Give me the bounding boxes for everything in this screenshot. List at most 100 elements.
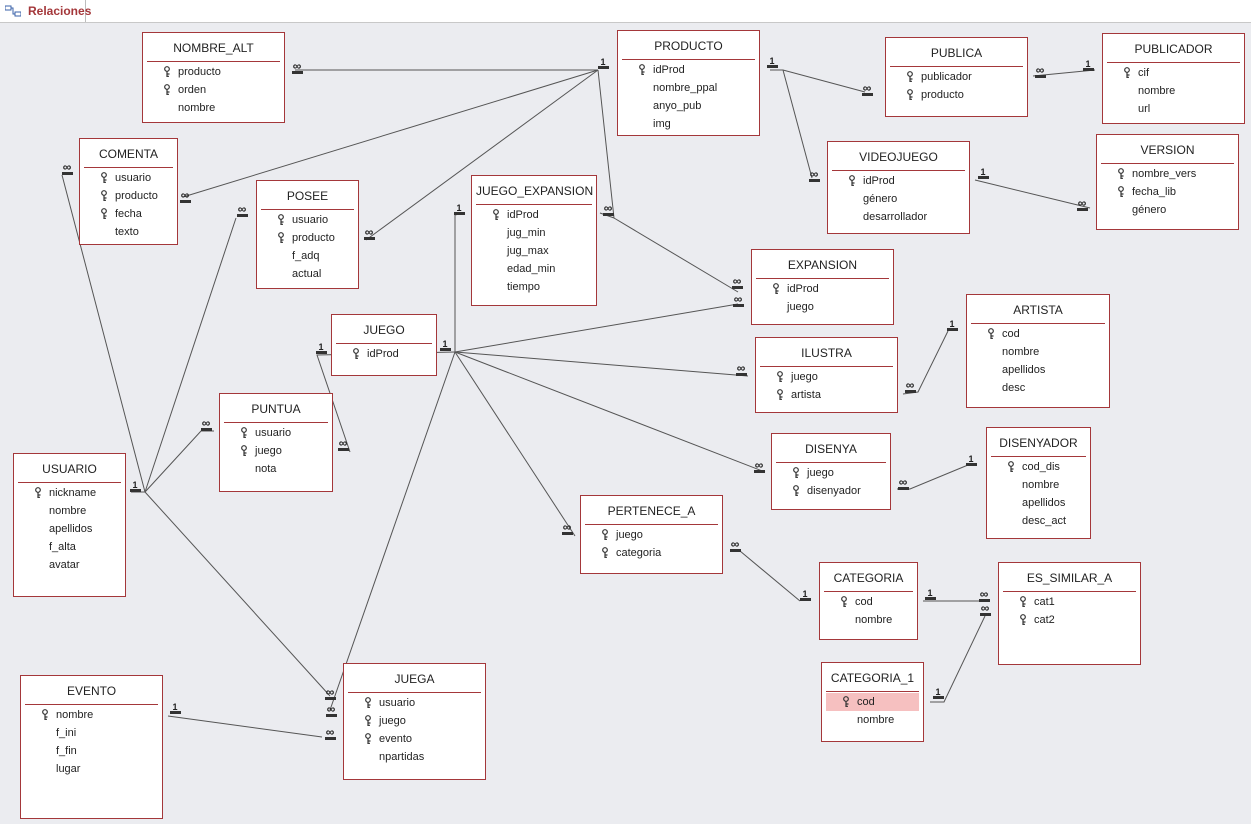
primary-key-field[interactable]: juego bbox=[344, 712, 485, 730]
field[interactable]: desc_act bbox=[987, 512, 1090, 530]
tab-relaciones[interactable]: Relaciones bbox=[0, 0, 91, 22]
primary-key-field[interactable]: fecha_lib bbox=[1097, 183, 1238, 201]
primary-key-field[interactable]: juego bbox=[772, 464, 890, 482]
relationship-line[interactable] bbox=[167, 715, 323, 738]
field[interactable]: actual bbox=[257, 265, 358, 283]
field[interactable]: apellidos bbox=[987, 494, 1090, 512]
relationship-line[interactable] bbox=[930, 615, 986, 703]
table-title[interactable]: EXPANSION bbox=[756, 250, 889, 279]
field[interactable]: nombre_ppal bbox=[618, 79, 759, 97]
table-title[interactable]: JUEGA bbox=[348, 664, 481, 693]
table-title[interactable]: POSEE bbox=[261, 181, 354, 210]
table-title[interactable]: ES_SIMILAR_A bbox=[1003, 563, 1136, 592]
field[interactable]: f_alta bbox=[14, 538, 125, 556]
table-title[interactable]: ILUSTRA bbox=[760, 338, 893, 367]
table-title[interactable]: VIDEOJUEGO bbox=[832, 142, 965, 171]
primary-key-field[interactable]: producto bbox=[143, 63, 284, 81]
relationship-line[interactable] bbox=[365, 69, 599, 241]
field[interactable]: f_fin bbox=[21, 742, 162, 760]
relationship-line[interactable] bbox=[144, 217, 237, 493]
table-title[interactable]: PERTENECE_A bbox=[585, 496, 718, 525]
table-title[interactable]: USUARIO bbox=[18, 454, 121, 483]
field[interactable]: edad_min bbox=[472, 260, 596, 278]
primary-key-field[interactable]: categoria bbox=[581, 544, 722, 562]
primary-key-field[interactable]: usuario bbox=[80, 169, 177, 187]
relationship-line[interactable] bbox=[454, 212, 464, 352]
field[interactable]: nombre bbox=[1103, 82, 1244, 100]
field[interactable]: f_adq bbox=[257, 247, 358, 265]
table-title[interactable]: CATEGORIA_1 bbox=[826, 663, 919, 692]
primary-key-field[interactable]: usuario bbox=[344, 694, 485, 712]
table-title[interactable]: NOMBRE_ALT bbox=[147, 33, 280, 62]
primary-key-field[interactable]: orden bbox=[143, 81, 284, 99]
primary-key-field[interactable]: idProd bbox=[752, 280, 893, 298]
primary-key-field[interactable]: cod bbox=[967, 325, 1109, 343]
field[interactable]: texto bbox=[80, 223, 177, 241]
primary-key-field[interactable]: nombre_vers bbox=[1097, 165, 1238, 183]
field[interactable]: tiempo bbox=[472, 278, 596, 296]
primary-key-field[interactable]: cod_dis bbox=[987, 458, 1090, 476]
relationship-line[interactable] bbox=[897, 464, 969, 490]
table-title[interactable]: PUBLICADOR bbox=[1107, 34, 1240, 63]
relationship-line[interactable] bbox=[144, 491, 331, 697]
relationship-line[interactable] bbox=[454, 351, 576, 537]
primary-key-field[interactable]: disenyador bbox=[772, 482, 890, 500]
primary-key-field[interactable]: idProd bbox=[828, 172, 969, 190]
primary-key-field[interactable]: nickname bbox=[14, 484, 125, 502]
field[interactable]: nombre bbox=[143, 99, 284, 117]
table-title[interactable]: JUEGO bbox=[336, 315, 432, 344]
primary-key-field[interactable]: artista bbox=[756, 386, 897, 404]
primary-key-field[interactable]: juego bbox=[220, 442, 332, 460]
relationship-line[interactable] bbox=[454, 351, 749, 377]
table-title[interactable]: DISENYADOR bbox=[991, 428, 1086, 457]
relationship-line[interactable] bbox=[782, 69, 813, 179]
primary-key-field[interactable]: cif bbox=[1103, 64, 1244, 82]
table-title[interactable]: COMENTA bbox=[84, 139, 173, 168]
table-title[interactable]: CATEGORIA bbox=[824, 563, 913, 592]
field[interactable]: nombre bbox=[822, 711, 923, 729]
field[interactable]: género bbox=[1097, 201, 1238, 219]
primary-key-field[interactable]: evento bbox=[344, 730, 485, 748]
relationship-line[interactable] bbox=[182, 69, 599, 198]
relationship-line[interactable] bbox=[730, 550, 801, 602]
primary-key-field[interactable]: fecha bbox=[80, 205, 177, 223]
table-title[interactable]: ARTISTA bbox=[971, 295, 1105, 324]
relationship-line[interactable] bbox=[974, 179, 1091, 209]
relationship-line[interactable] bbox=[597, 69, 615, 219]
field[interactable]: img bbox=[618, 115, 759, 133]
field[interactable]: lugar bbox=[21, 760, 162, 778]
field[interactable]: npartidas bbox=[344, 748, 485, 766]
relationship-line[interactable] bbox=[329, 351, 456, 711]
field[interactable]: avatar bbox=[14, 556, 125, 574]
primary-key-field[interactable]: cat2 bbox=[999, 611, 1140, 629]
table-title[interactable]: PUNTUA bbox=[224, 394, 328, 423]
field[interactable]: anyo_pub bbox=[618, 97, 759, 115]
primary-key-field[interactable]: usuario bbox=[220, 424, 332, 442]
relationship-line[interactable] bbox=[902, 330, 949, 395]
field[interactable]: url bbox=[1103, 100, 1244, 118]
field[interactable]: desc bbox=[967, 379, 1109, 397]
primary-key-field[interactable]: cod bbox=[820, 593, 917, 611]
primary-key-field[interactable]: publicador bbox=[886, 68, 1027, 86]
field[interactable]: jug_min bbox=[472, 224, 596, 242]
